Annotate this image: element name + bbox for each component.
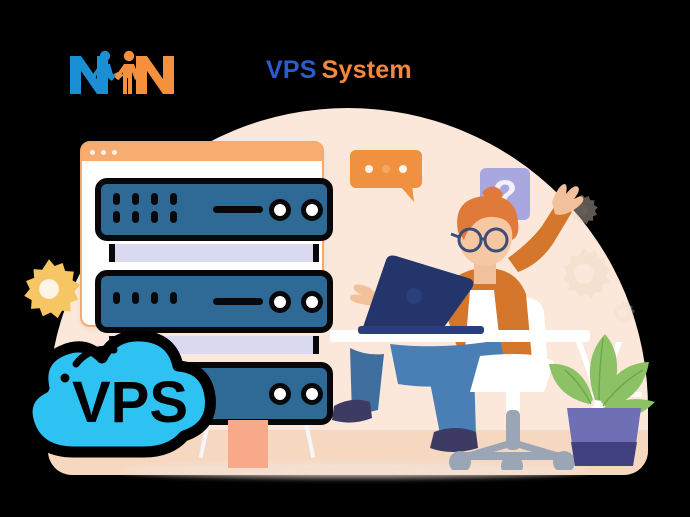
- vps-cloud-badge[interactable]: VPS: [18, 320, 236, 462]
- led-icon: [113, 211, 120, 223]
- gear-background-3-icon: [610, 300, 636, 331]
- led-icon: [132, 292, 139, 304]
- browser-titlebar: [82, 143, 322, 161]
- led-icon: [170, 292, 177, 304]
- server-unit-2[interactable]: [95, 270, 333, 333]
- server-2-leds: [113, 292, 182, 304]
- server-3-knob-a-icon: [269, 383, 291, 405]
- led-icon: [132, 193, 139, 205]
- led-icon: [113, 193, 120, 205]
- nn-handshake-logo[interactable]: [64, 46, 182, 102]
- potted-plant: [545, 312, 665, 470]
- chat-bubble-icon: [350, 150, 422, 202]
- server-2-knob-b-icon: [301, 291, 323, 313]
- rack-gap-1: [109, 244, 319, 262]
- led-icon: [151, 292, 158, 304]
- led-icon: [151, 193, 158, 205]
- floor-box: [228, 420, 268, 468]
- server-1-leds: [113, 193, 182, 223]
- led-icon: [170, 193, 177, 205]
- server-1-knob-b-icon: [301, 199, 323, 221]
- server-2-knob-a-icon: [269, 291, 291, 313]
- led-icon: [151, 211, 158, 223]
- led-icon: [132, 211, 139, 223]
- server-unit-1[interactable]: [95, 178, 333, 241]
- gear-background-1-icon: [555, 245, 613, 308]
- led-icon: [113, 292, 120, 304]
- led-icon: [170, 211, 177, 223]
- gear-accent-left-icon: [18, 258, 80, 325]
- title-part-one: VPS: [266, 56, 317, 84]
- server-2-dash-icon: [213, 298, 263, 305]
- server-1-knob-a-icon: [269, 199, 291, 221]
- server-1-dash-icon: [213, 206, 263, 213]
- cloud-label: VPS: [72, 370, 188, 435]
- title-part-two: System: [321, 56, 412, 84]
- browser-dot-3-icon: [112, 149, 117, 155]
- browser-dot-2-icon: [101, 149, 106, 155]
- browser-dot-1-icon: [90, 149, 95, 155]
- server-3-knob-b-icon: [301, 383, 323, 405]
